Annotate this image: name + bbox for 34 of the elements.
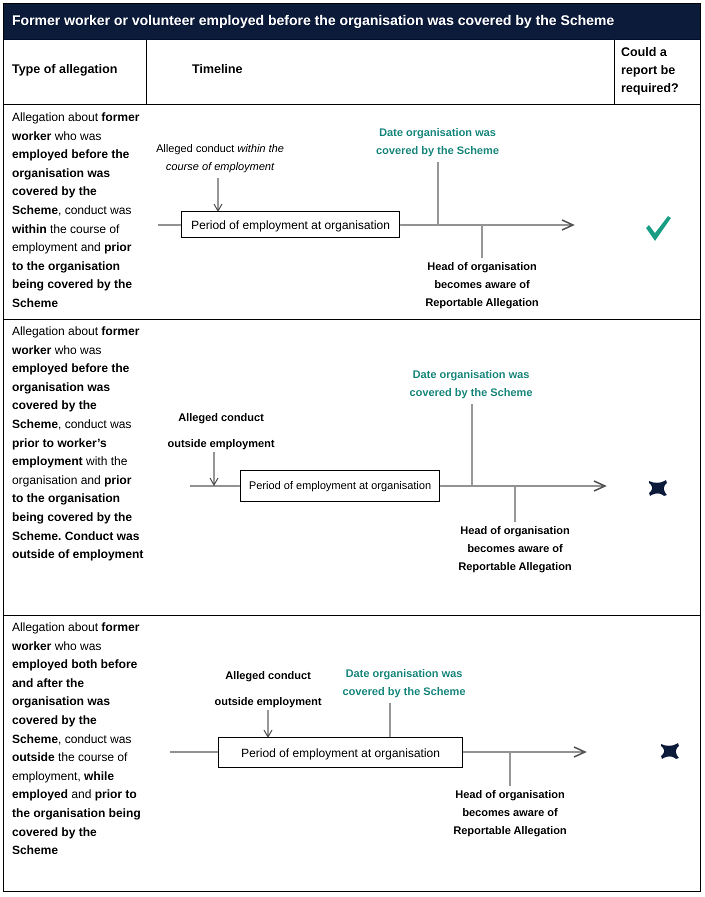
title: Former worker or volunteer employed before the organisation was covered by the Scheme — [12, 12, 616, 28]
allegation-description: Allegation about former worker who was employed both before and after the organisation was covered by the Scheme, conduct was outside the course of employment, while employed and prior to the organisation being covered by the Scheme — [12, 619, 142, 860]
column-header: Could a report be required? — [621, 44, 680, 97]
milestone-label: Head of organisation becomes aware of Reportable Allegation — [414, 258, 550, 314]
leader-line — [471, 404, 473, 485]
column-header: Type of allegation — [12, 62, 118, 76]
leader-line — [514, 487, 516, 522]
allegation-description: Allegation about former worker who was employed before the organisation was covered by the Scheme, conduct was within the course of employment and prior to the organisation being covered by the Scheme — [12, 109, 140, 312]
milestone-label: Date organisation was covered by the Scheme — [400, 366, 542, 404]
leader-line — [509, 753, 511, 786]
arrow — [209, 452, 219, 486]
leader-line — [437, 162, 439, 224]
timeline-line — [158, 224, 181, 226]
period-box: Period of employment at organisation — [218, 737, 463, 768]
leader-line — [481, 226, 483, 258]
milestone-label: Head of organisation becomes aware of Reportable Allegation — [441, 786, 579, 842]
arrow — [263, 710, 273, 738]
period-box: Period of employment at organisation — [240, 470, 440, 502]
timeline-arrow — [463, 746, 586, 758]
timeline-line — [190, 485, 240, 487]
timeline-line — [170, 751, 218, 753]
milestone-label: Date organisation was covered by the Scheme — [365, 124, 510, 162]
period-box: Period of employment at organisation — [181, 211, 400, 238]
leader-line — [389, 703, 391, 737]
milestone-label: Date organisation was covered by the Scheme — [333, 665, 475, 703]
annotation-text: Alleged conduct within the course of employment — [148, 140, 292, 178]
timeline-arrow — [400, 219, 574, 231]
milestone-label: Head of organisation becomes aware of Reportable Allegation — [446, 522, 584, 578]
annotation-text: Alleged conduct outside employment — [207, 663, 329, 710]
annotation-text: Alleged conduct outside employment — [160, 405, 282, 452]
timeline-arrow — [440, 480, 606, 492]
arrow — [213, 178, 223, 212]
allegation-description: Allegation about former worker who was employed before the organisation was covered by the Scheme, conduct was prior to worker’s employment with the organisation and prior to the organisation being covered by the Scheme. Conduct was outside of employment — [12, 323, 144, 564]
column-header: Timeline — [192, 62, 244, 76]
